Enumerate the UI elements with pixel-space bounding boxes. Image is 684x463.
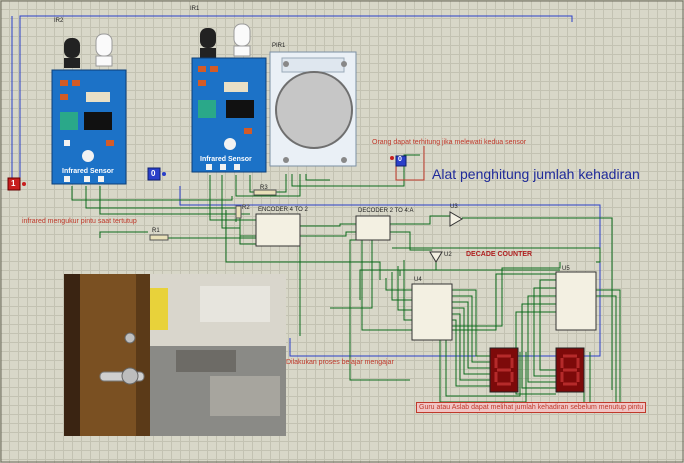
logic-ics [255, 211, 463, 263]
probe-state-right: 0 [398, 156, 402, 163]
ir1-ref: IR1 [190, 6, 200, 12]
counter-ics [411, 271, 597, 341]
encoder-label: ENCODER 4 TO 2 [258, 207, 308, 213]
pir-sensor [269, 51, 357, 167]
blue-wires [11, 15, 601, 357]
decoder-label: DECODER 2 TO 4:A [358, 208, 414, 214]
u3-label: U3 [450, 204, 458, 210]
resistors [149, 189, 277, 241]
decade-counter-heading: DECADE COUNTER [466, 251, 533, 258]
diagram-title: Alat penghitung jumlah kehadiran [432, 166, 640, 182]
ir1-sensor [191, 23, 267, 173]
probe-state-mid: 0 [151, 169, 156, 178]
ir2-board-label: Infrared Sensor [62, 168, 114, 175]
logic-probes [7, 155, 407, 191]
note-door-closed: infrared mengukur pintu saat tertutup [22, 218, 137, 225]
note-sensor-count: Orang dapat terhitung jika melewati kedu… [372, 139, 527, 146]
ir1-board-label: Infrared Sensor [200, 156, 252, 163]
r1-label: R1 [152, 228, 160, 234]
probe-state-left: 1 [11, 179, 16, 188]
r2-label: R2 [242, 205, 250, 211]
u4-label: U4 [414, 277, 422, 283]
ir2-ref: IR2 [54, 18, 64, 24]
note-teaching: Dilakukan proses belajar mengajar [286, 359, 394, 366]
u5-label: U5 [562, 266, 570, 272]
note-summary: Guru atau Aslab dapat melihat jumlah keh… [416, 402, 647, 413]
u2-label: U2 [444, 252, 452, 258]
r3-label: R3 [260, 185, 268, 191]
seven-segment-displays [489, 347, 585, 393]
classroom-door-photo [64, 274, 286, 436]
ir2-sensor [51, 33, 127, 185]
pir-ref: PIR1 [272, 43, 286, 49]
